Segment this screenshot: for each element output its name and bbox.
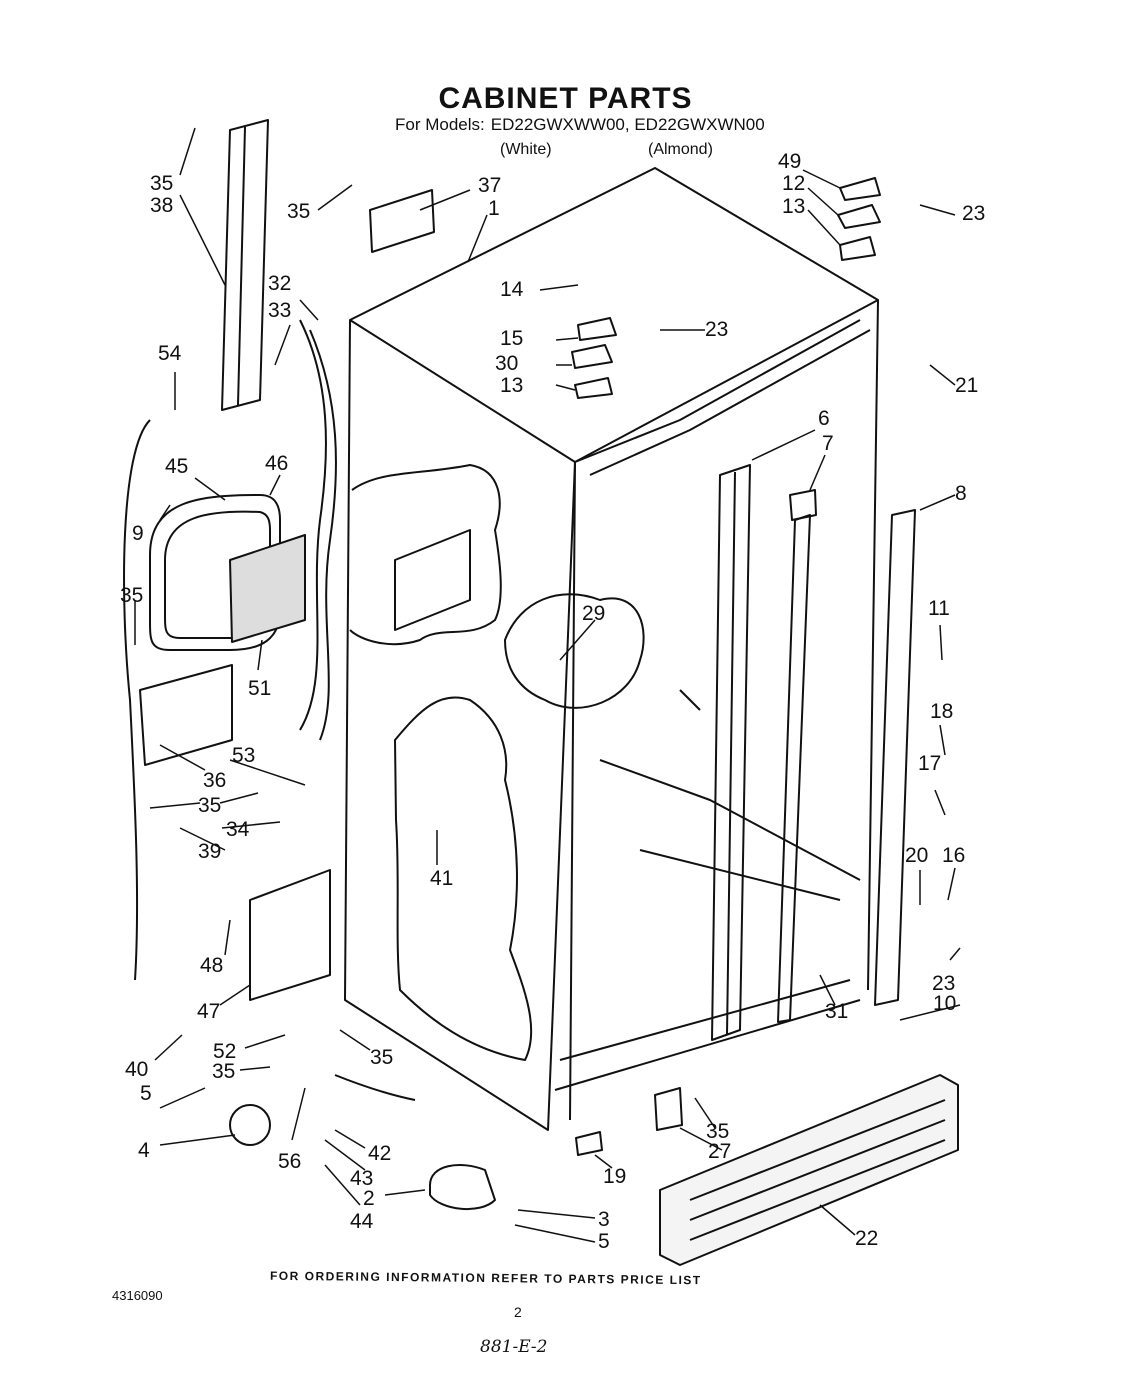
hinge-49 (839, 177, 881, 201)
callout-27: 27 (708, 1140, 731, 1163)
evaporator-opening (394, 529, 471, 631)
callout-17: 17 (918, 752, 941, 775)
callout-20: 20 (905, 844, 928, 867)
callout-6: 6 (818, 407, 830, 430)
callout-23: 23 (705, 318, 728, 341)
callout-48: 48 (200, 954, 223, 977)
callout-52: 52 (213, 1040, 236, 1063)
callout-12: 12 (782, 172, 805, 195)
callout-40: 40 (125, 1058, 148, 1081)
callout-9: 9 (132, 522, 144, 545)
model-numbers: ED22GWXWW00, ED22GWXWN00 (490, 115, 765, 134)
cabinet-body (344, 167, 879, 1131)
models-prefix: For Models: (395, 115, 485, 134)
callout-32: 32 (268, 272, 291, 295)
callout-23: 23 (932, 972, 955, 995)
callout-3: 3 (598, 1208, 610, 1231)
callout-51: 51 (248, 677, 271, 700)
models-line: For Models: ED22GWXWW00, ED22GWXWN00 (395, 115, 765, 135)
callout-13: 13 (782, 195, 805, 218)
callout-11: 11 (928, 597, 950, 620)
tube-42 (334, 1074, 416, 1101)
callout-13: 13 (500, 374, 523, 397)
callout-35: 35 (370, 1046, 393, 1069)
callout-18: 18 (930, 700, 953, 723)
wire-harness-32 (299, 319, 327, 731)
callout-56: 56 (278, 1150, 301, 1173)
callout-35: 35 (120, 584, 143, 607)
page-title: CABINET PARTS (438, 82, 693, 115)
variant-white-label: (White) (500, 141, 552, 158)
callout-22: 22 (855, 1227, 878, 1250)
callout-15: 15 (500, 327, 523, 350)
callout-42: 42 (368, 1142, 391, 1165)
strip-7 (777, 514, 811, 1023)
bracket-37 (369, 189, 435, 253)
panel-47 (249, 869, 331, 1001)
callout-49: 49 (778, 150, 801, 173)
callout-19: 19 (603, 1165, 626, 1188)
callout-14: 14 (500, 278, 524, 301)
heater-loop-45 (149, 494, 281, 651)
callout-29: 29 (582, 602, 605, 625)
callout-46: 46 (265, 452, 288, 475)
callout-41: 41 (430, 867, 453, 890)
part-19 (575, 1131, 603, 1156)
part-2 (429, 1164, 496, 1211)
grille-22 (659, 1074, 959, 1266)
hinge-13-mid (574, 377, 613, 399)
hinge-15 (577, 317, 617, 341)
panel-36 (139, 664, 233, 766)
callout-35: 35 (287, 200, 310, 223)
heater-panel-51 (229, 534, 306, 643)
callout-33: 33 (268, 299, 291, 322)
callout-1: 1 (488, 197, 500, 220)
callout-35: 35 (706, 1120, 729, 1143)
handwritten-note: 881-E-2 (480, 1337, 548, 1357)
hinge-13-top (839, 236, 876, 261)
cutaway-mid (504, 593, 645, 709)
callout-37: 37 (478, 174, 501, 197)
callout-35: 35 (150, 172, 173, 195)
callout-5: 5 (140, 1082, 152, 1105)
callout-38: 38 (150, 194, 173, 217)
breaker-strip-6 (711, 464, 751, 1041)
callout-54: 54 (158, 342, 182, 365)
callout-5: 5 (598, 1230, 610, 1253)
callout-53: 53 (232, 744, 255, 767)
callout-43: 43 (350, 1167, 373, 1190)
callout-31: 31 (825, 1000, 848, 1023)
callout-30: 30 (495, 352, 518, 375)
hinge-30 (571, 344, 613, 369)
callout-8: 8 (955, 482, 967, 505)
callout-7: 7 (822, 432, 834, 455)
part-27 (654, 1087, 683, 1131)
callout-2: 2 (363, 1187, 375, 1210)
motor-4 (229, 1104, 271, 1146)
page-number: 2 (514, 1304, 522, 1320)
callout-35: 35 (198, 794, 221, 817)
callout-39: 39 (198, 840, 221, 863)
hinge-12 (837, 204, 881, 229)
callout-16: 16 (942, 844, 965, 867)
document-number: 4316090 (112, 1288, 163, 1303)
callout-10: 10 (933, 992, 956, 1015)
strip-38 (221, 119, 269, 411)
callout-35: 35 (212, 1060, 235, 1083)
callout-4: 4 (138, 1139, 150, 1162)
callout-23: 23 (962, 202, 985, 225)
variant-almond-label: (Almond) (648, 141, 713, 158)
callout-36: 36 (203, 769, 226, 792)
callout-45: 45 (165, 455, 188, 478)
callout-47: 47 (197, 1000, 220, 1023)
wire-54 (123, 419, 151, 981)
strip-8 (874, 509, 916, 1006)
cutaway-upper (349, 464, 502, 646)
callout-21: 21 (955, 374, 978, 397)
callout-34: 34 (226, 818, 250, 841)
callout-44: 44 (350, 1210, 374, 1233)
cutaway-lower (394, 696, 533, 1061)
